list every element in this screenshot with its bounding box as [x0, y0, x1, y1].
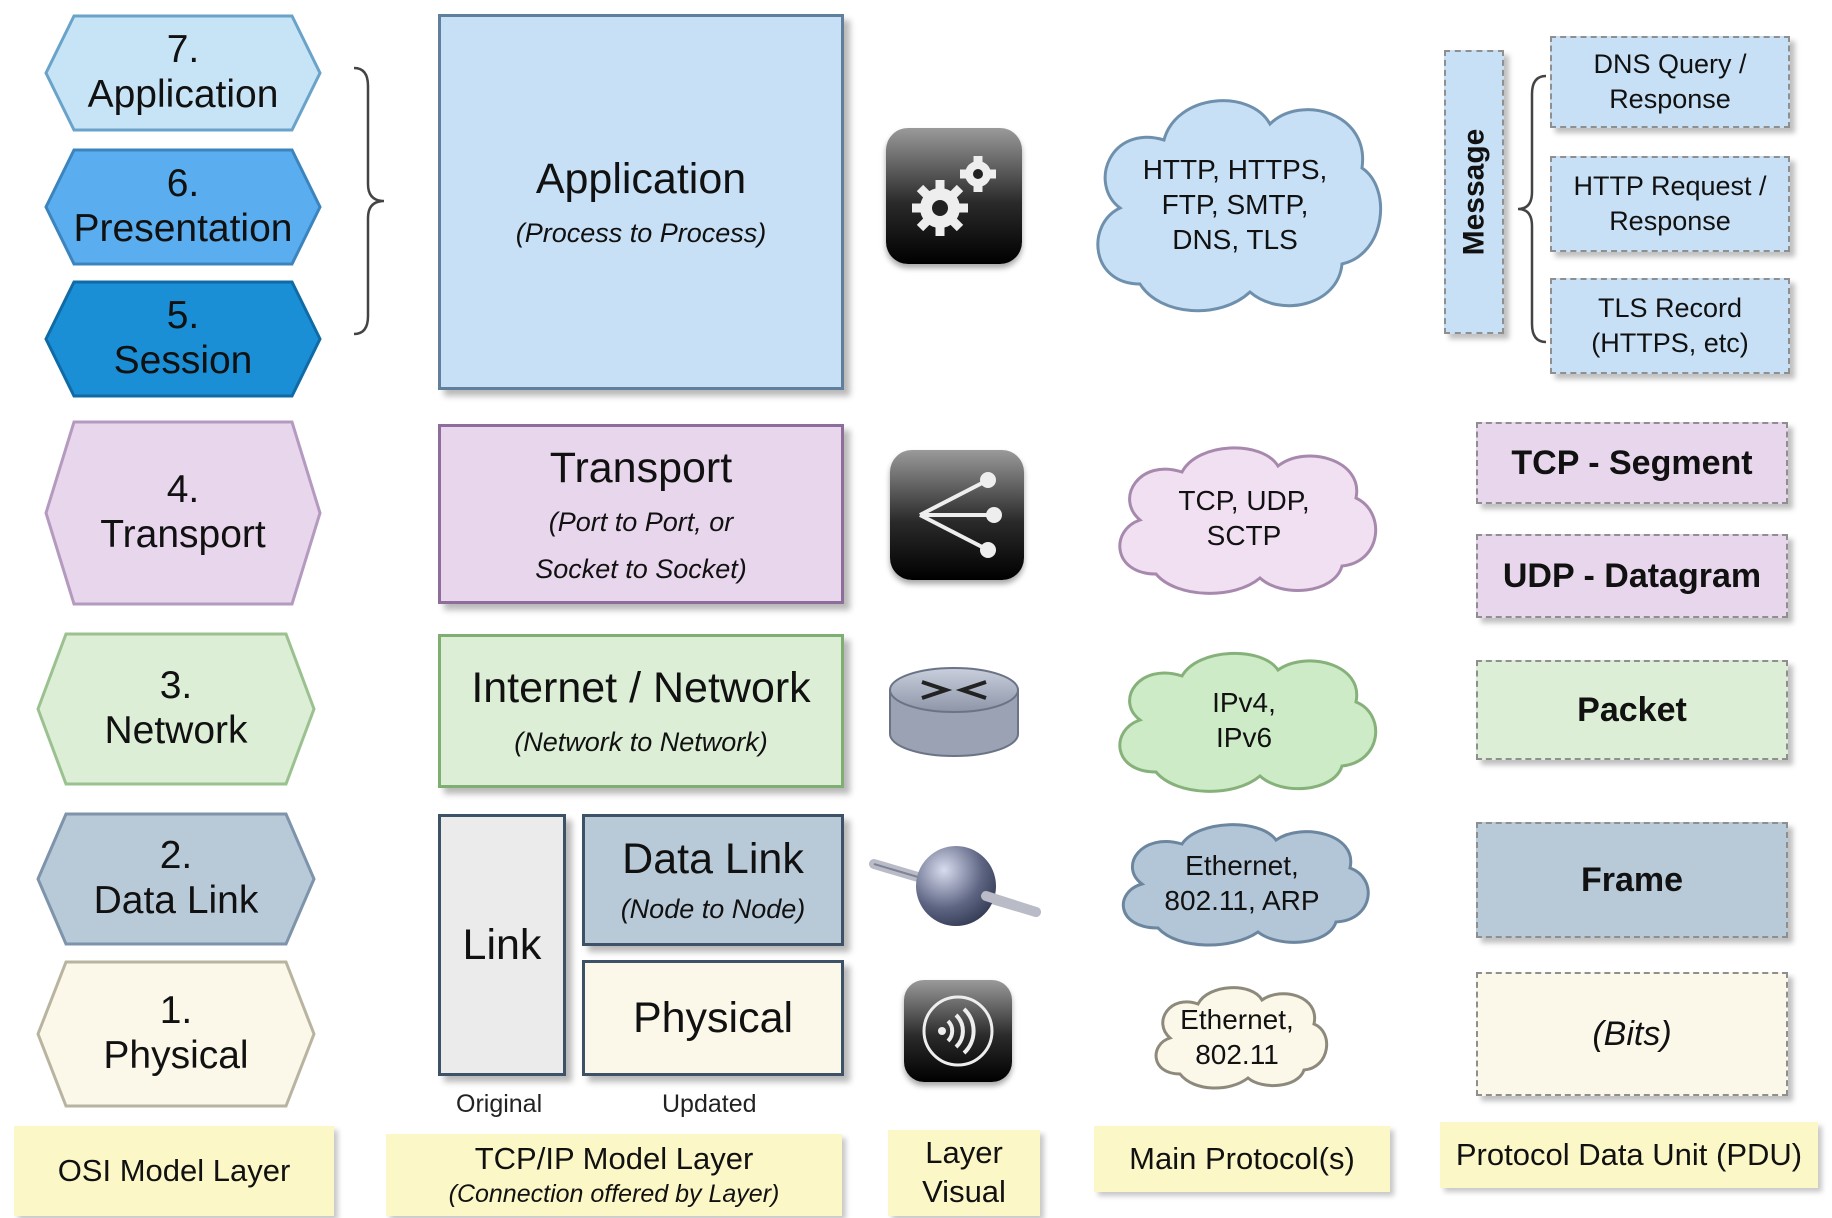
tcpip-datalink-subtitle: (Node to Node): [620, 894, 806, 924]
protocol-line: Ethernet,: [1180, 1004, 1294, 1035]
tcpip-internet-title: Internet / Network: [471, 664, 811, 712]
osi-layer-3: 3. Network: [36, 632, 316, 786]
pdu-dns: DNS Query / Response: [1550, 36, 1790, 128]
wireless-signal-icon: [904, 980, 1012, 1082]
tcpip-transport-title: Transport: [549, 443, 733, 492]
hexagon-shape: [44, 148, 322, 266]
hexagon-shape: [44, 280, 322, 398]
protocol-cloud-network: IPv4, IPv6: [1102, 644, 1386, 796]
pdu-message-label: Message: [1457, 128, 1490, 256]
osi-name: Presentation: [73, 207, 293, 250]
tcpip-physical-title: Physical: [632, 993, 794, 1042]
hexagon-shape: [36, 632, 316, 786]
pdu-http-line: HTTP Request /: [1573, 170, 1767, 201]
hexagon-shape: [36, 812, 316, 946]
osi-layer-2: 2. Data Link: [36, 812, 316, 946]
share-icon: [890, 450, 1024, 580]
pdu-brace-icon: [1517, 74, 1547, 344]
header-tcpip-text: TCP/IP Model Layer: [474, 1141, 754, 1176]
router-icon: [889, 667, 1019, 757]
tcpip-transport-box: Transport (Port to Port, or Socket to So…: [438, 424, 844, 604]
tcpip-internet-box: Internet / Network (Network to Network): [438, 634, 844, 788]
protocol-line: TCP, UDP,: [1178, 485, 1310, 516]
network-node-icon: [869, 846, 1041, 926]
protocol-line: Ethernet,: [1185, 850, 1299, 881]
osi-number: 3.: [159, 664, 193, 708]
osi-layer-5: 5. Session: [44, 280, 322, 398]
hexagon-shape: [44, 14, 322, 132]
header-osi: OSI Model Layer: [14, 1126, 334, 1216]
header-visual: Layer Visual: [888, 1130, 1040, 1216]
osi-name: Transport: [100, 513, 266, 556]
tcpip-link-box: Link: [438, 814, 566, 1076]
osi-layer-4: 4. Transport: [44, 420, 322, 606]
label-updated: Updated: [662, 1090, 757, 1118]
osi-name: Application: [87, 73, 279, 116]
protocol-line: IPv6: [1215, 722, 1273, 753]
header-pdu: Protocol Data Unit (PDU): [1440, 1122, 1818, 1188]
gears-icon: [886, 128, 1022, 264]
pdu-tls-line: TLS Record: [1597, 292, 1743, 323]
osi-number: 1.: [159, 989, 193, 1033]
pdu-tcp-segment: TCP - Segment: [1476, 422, 1788, 504]
pdu-packet: Packet: [1476, 660, 1788, 760]
tcpip-datalink-box: Data Link (Node to Node): [582, 814, 844, 946]
protocol-cloud-datalink: Ethernet, 802.11, ARP: [1106, 818, 1378, 948]
osi-name: Data Link: [93, 879, 259, 922]
osi-number: 7.: [166, 28, 200, 72]
protocol-cloud-transport: TCP, UDP, SCTP: [1102, 438, 1386, 598]
protocol-cloud-physical: Ethernet, 802.11: [1144, 982, 1330, 1092]
osi-number: 5.: [166, 294, 200, 338]
tcpip-application-box: Application (Process to Process): [438, 14, 844, 390]
pdu-dns-line: DNS Query /: [1593, 48, 1747, 79]
header-protocols: Main Protocol(s): [1094, 1126, 1390, 1192]
hexagon-shape: [44, 420, 322, 606]
osi-number: 6.: [166, 162, 200, 206]
osi-layer-1: 1. Physical: [36, 960, 316, 1108]
header-visual-line2: Visual: [922, 1174, 1006, 1209]
header-osi-text: OSI Model Layer: [57, 1152, 291, 1188]
protocol-line: IPv4,: [1212, 687, 1276, 718]
protocol-line: 802.11: [1195, 1039, 1279, 1070]
pdu-udp-datagram: UDP - Datagram: [1476, 534, 1788, 618]
pdu-dns-line: Response: [1609, 84, 1731, 114]
osi-layer-7: 7. Application: [44, 14, 322, 132]
protocol-line: SCTP: [1206, 520, 1282, 551]
label-original: Original: [456, 1090, 543, 1118]
tcpip-application-subtitle: (Process to Process): [515, 218, 767, 248]
osi-name: Network: [104, 709, 248, 752]
pdu-tls-line: (HTTPS, etc): [1591, 328, 1749, 358]
brace-icon: [353, 66, 385, 336]
osi-name: Session: [113, 339, 253, 382]
tcpip-application-title: Application: [535, 155, 747, 203]
protocol-line: DNS, TLS: [1172, 223, 1298, 255]
protocol-cloud-application: HTTP, HTTPS,FTP, SMTP,DNS, TLS: [1080, 84, 1390, 324]
osi-number: 2.: [159, 834, 193, 878]
tcpip-internet-subtitle: (Network to Network): [514, 727, 768, 757]
header-pdu-text: Protocol Data Unit (PDU): [1455, 1136, 1803, 1172]
osi-number: 4.: [166, 468, 200, 512]
tcpip-transport-subtitle-1: (Port to Port, or: [548, 506, 734, 537]
pdu-tls: TLS Record (HTTPS, etc): [1550, 278, 1790, 374]
tcpip-link-title: Link: [462, 920, 542, 969]
tcpip-transport-subtitle-2: Socket to Socket): [535, 553, 747, 584]
protocol-line: FTP, SMTP,: [1161, 188, 1309, 220]
header-protocols-text: Main Protocol(s): [1129, 1140, 1355, 1176]
osi-layer-6: 6. Presentation: [44, 148, 322, 266]
header-tcpip-sub: (Connection offered by Layer): [448, 1179, 780, 1208]
osi-name: Physical: [103, 1034, 249, 1077]
pdu-bits: (Bits): [1476, 972, 1788, 1096]
protocol-line: HTTP, HTTPS,: [1142, 153, 1328, 185]
tcpip-datalink-title: Data Link: [622, 835, 804, 883]
pdu-frame: Frame: [1476, 822, 1788, 938]
pdu-http-line: Response: [1609, 206, 1731, 236]
header-tcpip: TCP/IP Model Layer (Connection offered b…: [386, 1134, 842, 1216]
header-visual-line1: Layer: [925, 1135, 1003, 1171]
pdu-message-vertical: Message: [1444, 50, 1504, 334]
tcpip-physical-box: Physical: [582, 960, 844, 1076]
pdu-http: HTTP Request / Response: [1550, 156, 1790, 252]
protocol-line: 802.11, ARP: [1164, 885, 1320, 916]
hexagon-shape: [36, 960, 316, 1108]
